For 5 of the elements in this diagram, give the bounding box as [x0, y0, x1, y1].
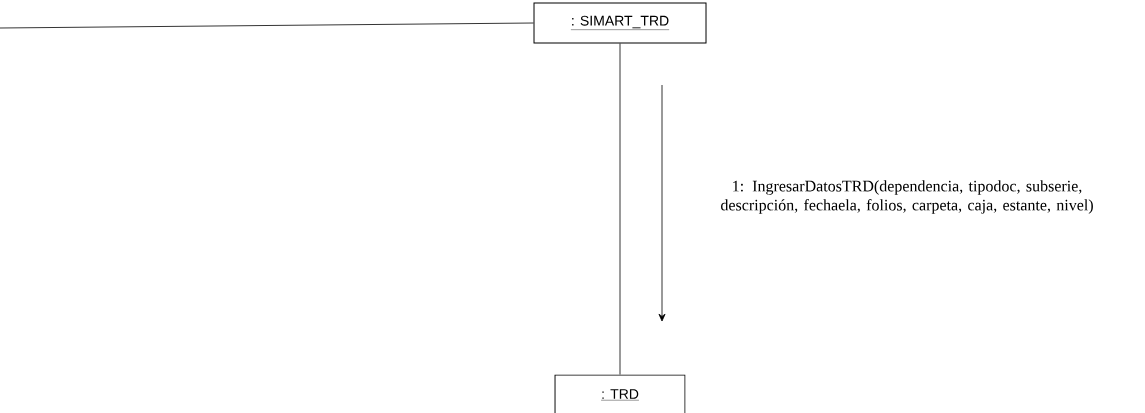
link-line [0, 22, 534, 29]
object-box: : TRD [554, 374, 686, 413]
link-line [619, 43, 621, 375]
object-box: : SIMART_TRD [533, 2, 707, 44]
message-label: 1: IngresarDatosTRD(dependencia, tipodoc, subserie, descripción, fechaela, folios, carpeta, caja, estante, nivel) [721, 180, 1093, 214]
